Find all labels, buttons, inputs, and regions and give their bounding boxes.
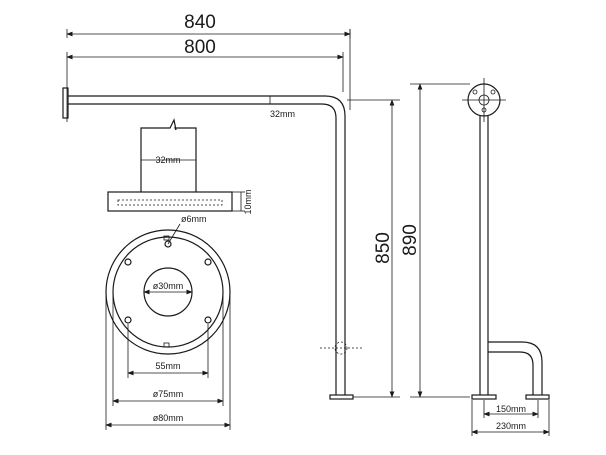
label-32mm-detail: 32mm [155,155,180,165]
dimension-55mm: 55mm [127,324,209,378]
label-80mm: ø80mm [153,413,184,423]
dimension-840: 840 [66,12,351,38]
label-150mm: 150mm [496,404,526,414]
dimension-75mm: ø75mm [112,292,224,406]
label-30mm: ø30mm [153,281,184,291]
label-75mm: ø75mm [153,389,184,399]
label-230mm: 230mm [496,421,526,431]
dimension-850: 850 [347,99,400,398]
dimension-230mm: 230mm [471,400,550,436]
dimension-80mm: ø80mm [105,292,231,430]
dimension-800: 800 [66,37,344,122]
label-32mm-side: 32mm [270,109,295,119]
label-840: 840 [184,12,216,33]
front-view-bar [462,78,550,400]
label-6mm: ø6mm [181,214,207,224]
dimension-890: 890 [400,83,470,398]
side-view-bar: 32mm [62,87,362,400]
label-850: 850 [373,232,394,264]
flange-section-detail: 32mm 10mm [107,118,253,215]
label-800: 800 [184,37,216,58]
dimension-150mm: 150mm [483,400,539,418]
label-10mm: 10mm [243,189,253,214]
flange-plan-view: ø6mm ø30mm [105,214,231,355]
label-890: 890 [400,224,421,256]
label-55mm: 55mm [155,361,180,371]
